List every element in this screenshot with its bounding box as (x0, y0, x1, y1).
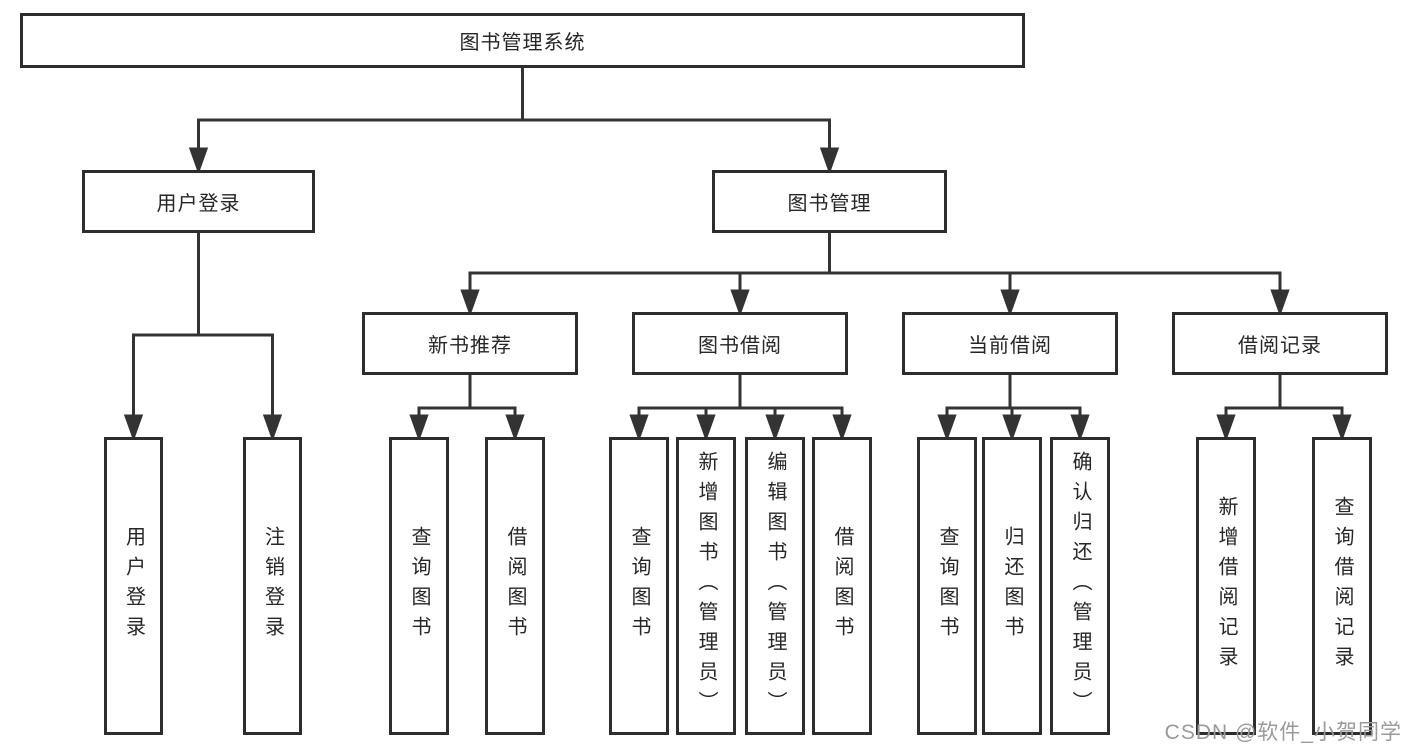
csdn-watermark: CSDN @软件_小贺同学 (1164, 721, 1402, 744)
leaf-recommend-query-books: 查询图书 (389, 437, 449, 735)
leaf-borrow-edit-books-admin: 编辑图书（管理员） (745, 437, 805, 735)
node-user-login: 用户登录 (82, 170, 315, 233)
node-root-system: 图书管理系统 (20, 13, 1025, 68)
leaf-current-query-books: 查询图书 (917, 437, 977, 735)
leaf-borrow-add-books-admin: 新增图书（管理员） (676, 437, 736, 735)
leaf-borrow-query-books: 查询图书 (609, 437, 669, 735)
node-book-management: 图书管理 (712, 170, 947, 233)
leaf-user-login: 用户登录 (104, 437, 163, 735)
node-borrow-records: 借阅记录 (1172, 312, 1388, 375)
node-new-book-recommend: 新书推荐 (362, 312, 578, 375)
node-book-borrow: 图书借阅 (632, 312, 848, 375)
node-current-borrow: 当前借阅 (902, 312, 1118, 375)
leaf-recommend-borrow-books: 借阅图书 (485, 437, 545, 735)
leaf-borrow-borrow-books: 借阅图书 (812, 437, 872, 735)
leaf-records-query-record: 查询借阅记录 (1312, 437, 1372, 735)
leaf-logout: 注销登录 (243, 437, 302, 735)
leaf-current-return-books: 归还图书 (982, 437, 1042, 735)
leaf-records-add-record: 新增借阅记录 (1196, 437, 1256, 735)
leaf-current-confirm-return-admin: 确认归还（管理员） (1050, 437, 1110, 735)
